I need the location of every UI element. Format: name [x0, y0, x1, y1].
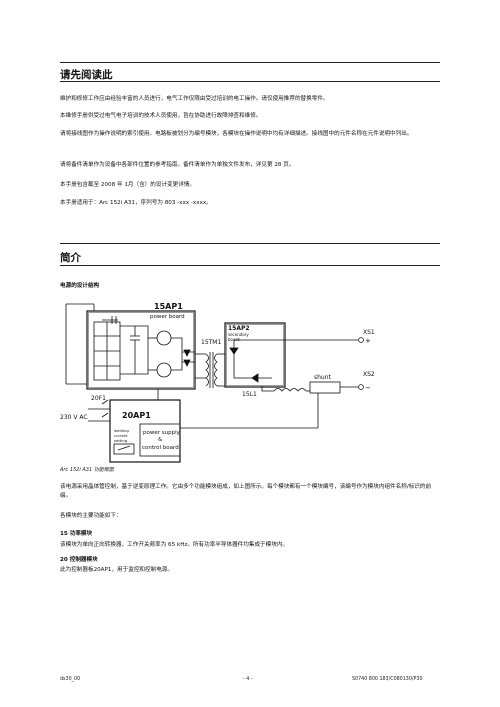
subheading-design: 电源的设计结构	[60, 283, 100, 289]
module-title: 20 控制器模块	[60, 557, 98, 563]
switch-label: 20F1	[91, 395, 106, 402]
section-heading-read-first: 请先阅读此	[60, 69, 113, 81]
module-title: 15 功率模块	[60, 531, 93, 537]
functional-block-diagram: 15AP1 power board 15AP2 secondary board …	[60, 302, 375, 463]
secondary-board-label: secondary	[228, 332, 249, 337]
psu-label: control board	[142, 445, 179, 451]
top-rule	[60, 62, 440, 63]
footer-right: S0740 800 183/C080130/P30	[352, 677, 423, 682]
terminal-xs1-label: XS1	[363, 329, 375, 336]
paragraph: 请将接线图作为操作说明的索引使用。电路板被划分为编号模块，各模块在操作说明中均有…	[60, 131, 413, 137]
paragraph: 维护和修修工作应由经验丰富的人员进行，电气工作仅限由受过培训的电工操作。请仅使用…	[60, 96, 329, 102]
paragraph: 请将备件清单作为设备中各部件位置的参考指南。备件清单作为单独文件发布，详见第 2…	[60, 162, 295, 168]
psu-label: power supply	[143, 430, 181, 436]
paragraph: 该电源采用晶体管控制，基于逆变原理工作。它由多个功能模块组成，如上图所示。每个模…	[60, 484, 432, 499]
welding-current-label: welding	[114, 428, 129, 433]
paragraph: 本维修手册供受过电气电子培训的技术人员使用，旨在协助进行故障排查和维修。	[60, 113, 262, 119]
section-heading-introduction: 简介	[60, 252, 81, 264]
paragraph: 本手册适用于：Arc 152i A31，序列号为 803 -xxx -xxxx。	[60, 200, 212, 206]
welding-current-label: setting	[114, 438, 128, 443]
power-board-box	[86, 310, 196, 390]
secondary-board-box	[224, 322, 286, 388]
section-rule	[60, 243, 440, 244]
mains-label: 230 V AC	[60, 414, 88, 421]
paragraph: 本手册包含截至 2008 年 1月（含）的设计变更详情。	[60, 182, 196, 188]
paragraph: 该模块为单向正向转换器，工作开关频率为 65 kHz。所有功率半导体器件均集成于…	[60, 542, 289, 548]
paragraph: 此为控制器板20AP1，用于监控和控制电源。	[60, 567, 173, 573]
secondary-board-id: 15AP2	[228, 325, 250, 332]
heading-underline	[60, 81, 440, 82]
power-board-label: power board	[150, 314, 185, 320]
controller-id: 20AP1	[122, 411, 151, 420]
transformer-label: 15TM1	[201, 339, 221, 346]
terminal-xs2-label: XS2	[363, 371, 375, 378]
shunt-box	[309, 381, 341, 394]
footer-left: ds30_00	[60, 677, 81, 682]
figure-caption: Arc 152i A31 功能框图	[60, 467, 114, 473]
terminal-xs2-sign: −	[365, 384, 371, 392]
welding-current-label: current	[114, 433, 128, 438]
inductor-label: 15L1	[242, 391, 257, 398]
terminal-xs1-sign: +	[365, 337, 371, 345]
shunt-label: shunt	[314, 374, 332, 381]
paragraph: 各模块的主要功能如下：	[60, 513, 122, 519]
secondary-board-label: board	[228, 337, 240, 342]
page-number: - 4 -	[243, 677, 253, 682]
power-board-id: 15AP1	[154, 302, 183, 311]
heading-underline	[60, 265, 440, 266]
psu-label: &	[158, 437, 163, 443]
